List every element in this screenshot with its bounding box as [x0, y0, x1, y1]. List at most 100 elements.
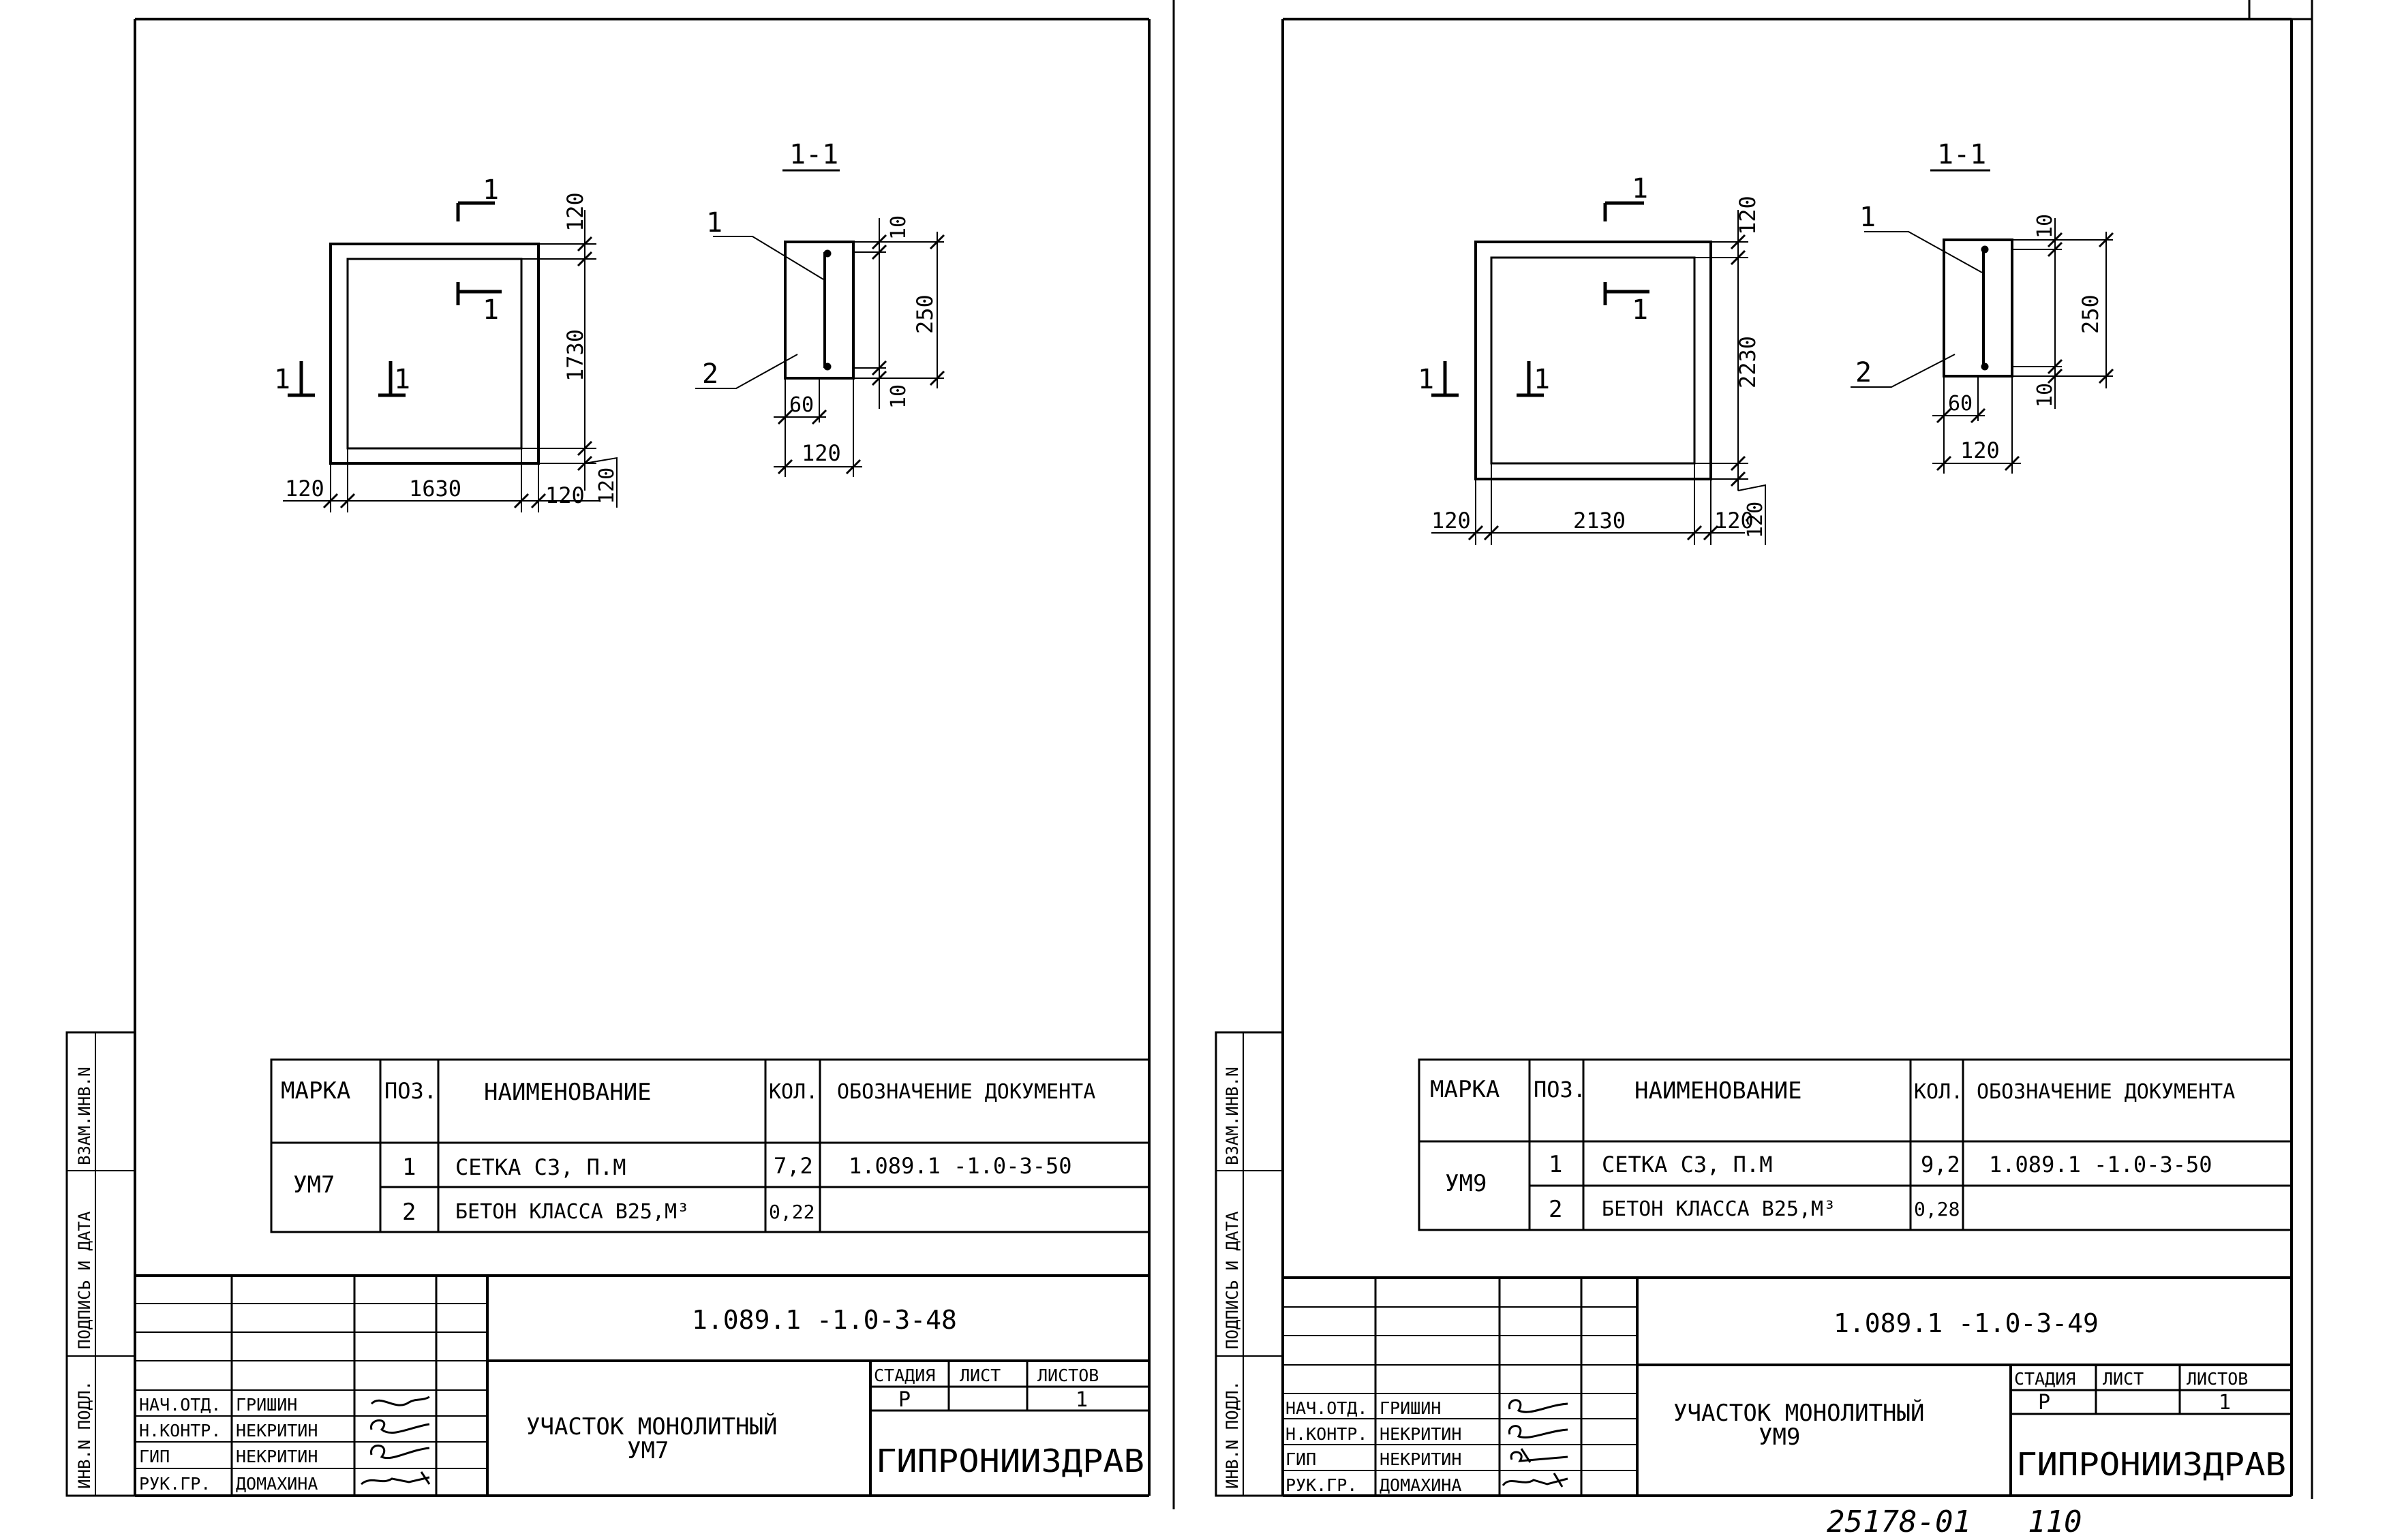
spec-row-1-pos: 1	[1549, 1151, 1562, 1178]
stamp-name-3: НЕКРИТИН	[236, 1447, 318, 1466]
section-callout-1: 1	[1859, 202, 1876, 233]
plan-section-mark-top: 1	[483, 174, 499, 206]
stamp-code: 1.089.1 -1.0-3-49	[1834, 1308, 2099, 1338]
stamp-sheets-label: ЛИСТОВ	[1037, 1366, 1099, 1385]
stamp-name-1: ГРИШИН	[1380, 1398, 1441, 1418]
side-label-vzam-inv: ВЗАМ.ИНВ.N	[75, 1067, 94, 1166]
sheet-2	[1215, 0, 2313, 1499]
side-label-vzam-inv: ВЗАМ.ИНВ.N	[1223, 1067, 1242, 1166]
stamp-title-line2: УМ7	[627, 1437, 669, 1464]
signatures-sheet-1	[361, 1396, 431, 1485]
plan-section-mark-top: 1	[1632, 173, 1648, 204]
spec-row-2-pos: 2	[402, 1199, 416, 1226]
spec-row-2-qty: 0,22	[769, 1201, 815, 1223]
stamp-stage-value: Р	[898, 1388, 911, 1412]
plan-dim-height: 1730	[562, 329, 588, 382]
plan-outer-contour	[1474, 241, 1712, 480]
plan-section-mark-inner: 1	[483, 294, 499, 326]
section-callout-2: 2	[1855, 357, 1872, 388]
stamp-sheet-label: ЛИСТ	[960, 1366, 1001, 1385]
plan-dim-wall-bottom: 120	[1744, 502, 1767, 538]
plan-dim-wall-right: 120	[1714, 508, 1754, 534]
spec-header-name: НАИМЕНОВАНИЕ	[484, 1079, 652, 1106]
section-callout-2: 2	[702, 358, 718, 390]
spec-row-2-name: БЕТОН КЛАССА В25,М³	[455, 1200, 689, 1224]
spec-header-doc: ОБОЗНАЧЕНИЕ ДОКУМЕНТА	[1977, 1080, 2235, 1104]
stamp-role-1: НАЧ.ОТД.	[1285, 1398, 1367, 1418]
stamp-name-1: ГРИШИН	[236, 1395, 297, 1415]
section-dim-width: 120	[802, 440, 841, 466]
sheet-1-texts: 1 1 1 1 120 1730 120 1630 120 120 1-1 1 …	[75, 139, 1144, 1494]
stamp-title-line1: УЧАСТОК МОНОЛИТНЫЙ	[1673, 1399, 1924, 1427]
stamp-sheets-value: 1	[2219, 1391, 2231, 1415]
plan-dim-wall-top: 120	[1735, 196, 1761, 235]
spec-row-2-pos: 2	[1549, 1196, 1562, 1223]
stamp-sheets-label: ЛИСТОВ	[2187, 1369, 2248, 1389]
stamp-title-line1: УЧАСТОК МОНОЛИТНЫЙ	[526, 1413, 777, 1441]
spec-header-doc: ОБОЗНАЧЕНИЕ ДОКУМЕНТА	[837, 1080, 1095, 1104]
side-label-inv-podl: ИНВ.N ПОДЛ.	[1223, 1381, 1242, 1489]
section-dim-cover-top: 10	[2033, 214, 2057, 238]
stamp-stage-label: СТАДИЯ	[874, 1366, 935, 1385]
section-view	[695, 169, 945, 477]
section-dim-width: 120	[1960, 437, 2000, 463]
plan-view	[283, 201, 618, 512]
section-marker-left-outer	[288, 361, 315, 397]
plan-view	[1431, 201, 1766, 545]
stamp-stage-value: Р	[2038, 1391, 2050, 1415]
section-dim-half: 60	[789, 393, 814, 417]
side-label-signature-date: ПОДПИСЬ И ДАТА	[75, 1211, 94, 1349]
callout-leader-2	[1851, 354, 1956, 388]
section-title: 1-1	[789, 139, 838, 170]
page-number: 110	[2028, 1505, 2082, 1539]
plan-dim-width: 2130	[1573, 508, 1626, 534]
spec-row-2-name: БЕТОН КЛАССА В25,М³	[1602, 1197, 1836, 1221]
spec-row-1-pos: 1	[402, 1154, 416, 1181]
plan-dim-height: 2230	[1735, 336, 1761, 388]
section-marker-top-outer	[1603, 201, 1644, 221]
stamp-role-3: ГИП	[139, 1447, 170, 1466]
section-marker-top-inner	[456, 282, 502, 305]
section-title: 1-1	[1937, 139, 1986, 170]
plan-outer-contour	[329, 243, 540, 465]
stamp-organization: ГИПРОНИИЗДРАВ	[2016, 1446, 2286, 1483]
stamp-role-3: ГИП	[1285, 1449, 1316, 1469]
section-dim-height: 250	[912, 294, 938, 334]
side-strip	[65, 1031, 136, 1497]
stamp-code: 1.089.1 -1.0-3-48	[692, 1305, 957, 1335]
title-block	[135, 1274, 1149, 1496]
stamp-role-1: НАЧ.ОТД.	[139, 1395, 221, 1415]
stamp-name-4: ДОМАХИНА	[1380, 1475, 1461, 1495]
spec-header-pos: ПОЗ.	[384, 1078, 437, 1104]
plan-dim-wall-left: 120	[285, 476, 324, 502]
spec-header-name: НАИМЕНОВАНИЕ	[1634, 1077, 1802, 1105]
stamp-organization: ГИПРОНИИЗДРАВ	[876, 1443, 1144, 1479]
plan-dim-wall-left: 120	[1431, 508, 1471, 534]
plan-dim-wall-top: 120	[562, 192, 588, 232]
spec-row-2-qty: 0,28	[1914, 1198, 1960, 1220]
section-dim-half: 60	[1948, 392, 1973, 416]
spec-mark: УМ9	[1445, 1170, 1487, 1197]
stamp-name-2: НЕКРИТИН	[1380, 1424, 1461, 1444]
plan-dim-wall-right: 120	[545, 482, 585, 508]
spec-row-1-qty: 9,2	[1921, 1152, 1960, 1177]
spec-table	[270, 1058, 1151, 1233]
section-marker-left-inner	[1517, 361, 1544, 397]
plan-inner-contour	[1490, 256, 1696, 465]
section-view	[1851, 169, 2114, 474]
side-label-signature-date: ПОДПИСЬ И ДАТА	[1223, 1211, 1242, 1349]
spec-row-1-doc: 1.089.1 -1.0-3-50	[1989, 1152, 2212, 1177]
spec-row-1-qty: 7,2	[774, 1153, 813, 1179]
stamp-stage-label: СТАДИЯ	[2014, 1369, 2075, 1389]
stamp-sheet-label: ЛИСТ	[2103, 1369, 2144, 1389]
spec-header-qty: КОЛ.	[1914, 1080, 1963, 1104]
stamp-title-line2: УМ9	[1759, 1423, 1800, 1451]
side-label-inv-podl: ИНВ.N ПОДЛ.	[75, 1381, 94, 1489]
section-slab	[1943, 238, 2013, 378]
spec-row-1-name: СЕТКА С3, П.М	[1602, 1152, 1772, 1177]
stamp-role-2: Н.КОНТР.	[1285, 1424, 1367, 1444]
plan-section-mark-left-inner: 1	[394, 364, 410, 395]
title-block	[1283, 1276, 2292, 1496]
spec-row-1-name: СЕТКА С3, П.М	[455, 1154, 626, 1180]
side-strip	[1215, 1031, 1284, 1497]
